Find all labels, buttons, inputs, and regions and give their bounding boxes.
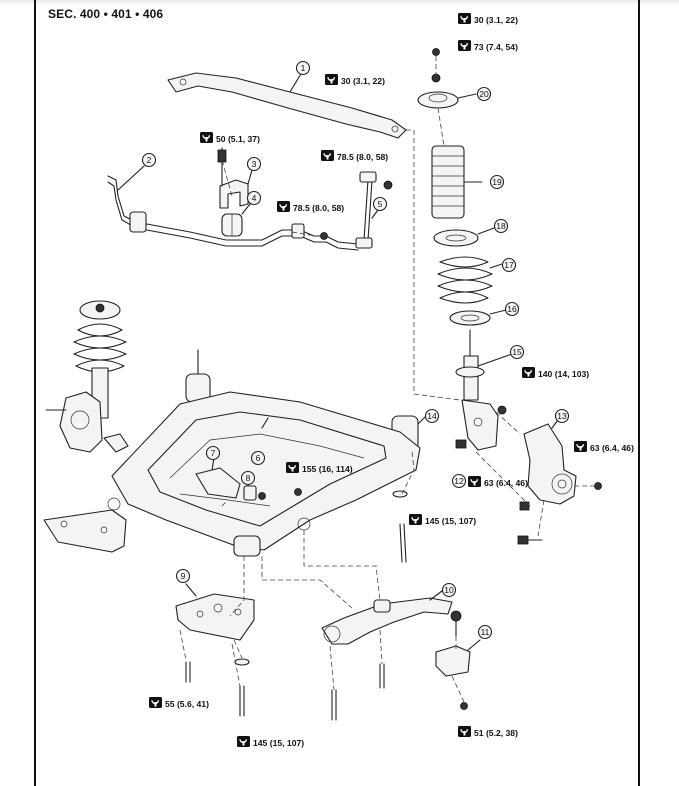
svg-text:4: 4 (252, 193, 257, 203)
page-border-right (638, 0, 640, 786)
part-2-stabilizer-bar (107, 165, 359, 251)
svg-text:55 (5.6, 41): 55 (5.6, 41) (165, 699, 209, 709)
svg-text:63 (6.4, 46): 63 (6.4, 46) (484, 478, 528, 488)
svg-text:155 (16, 114): 155 (16, 114) (302, 464, 353, 474)
svg-text:12: 12 (454, 476, 464, 486)
svg-text:20: 20 (479, 89, 489, 99)
torque-label-11: 145 (15, 107) (408, 513, 476, 526)
callout-11: 11 (477, 624, 493, 640)
callout-4: 4 (246, 190, 262, 206)
callout-3: 3 (246, 156, 262, 172)
torque-label-12: 55 (5.6, 41) (148, 696, 209, 709)
callout-7: 7 (205, 445, 221, 461)
torque-label-14: 51 (5.2, 38) (457, 725, 518, 738)
svg-text:18: 18 (496, 221, 506, 231)
torque-label-6: 78.5 (8.0, 58) (276, 200, 344, 213)
svg-text:10: 10 (444, 585, 454, 595)
svg-text:30 (3.1, 22): 30 (3.1, 22) (341, 76, 385, 86)
torque-label-7: 140 (14, 103) (521, 366, 589, 379)
part-6-suspension-member (43, 349, 421, 557)
callout-8: 8 (240, 470, 256, 486)
svg-text:78.5 (8.0, 58): 78.5 (8.0, 58) (337, 152, 388, 162)
callout-15: 15 (509, 344, 525, 360)
svg-text:78.5 (8.0, 58): 78.5 (8.0, 58) (293, 203, 344, 213)
left-strut-assembly (45, 300, 129, 453)
callout-5: 5 (372, 196, 388, 212)
callout-12: 12 (451, 473, 467, 489)
callout-9: 9 (175, 568, 191, 584)
svg-text:30 (3.1, 22): 30 (3.1, 22) (474, 15, 518, 25)
torque-label-9: 63 (6.4, 46) (467, 475, 528, 488)
svg-text:63 (6.4, 46): 63 (6.4, 46) (590, 443, 634, 453)
callout-10: 10 (441, 582, 457, 598)
callout-13: 13 (554, 408, 570, 424)
torque-label-3: 30 (3.1, 22) (324, 73, 385, 86)
svg-text:15: 15 (512, 347, 522, 357)
svg-text:6: 6 (256, 453, 261, 463)
torque-label-4: 50 (5.1, 37) (199, 131, 260, 144)
part-13-knuckle (517, 419, 602, 545)
svg-text:3: 3 (252, 159, 257, 169)
part-18-upper-seat (433, 227, 495, 247)
svg-text:145 (15, 107): 145 (15, 107) (425, 516, 476, 526)
lower-bolts (185, 658, 468, 721)
page-border-left (34, 0, 36, 786)
part-1-member-stay (167, 71, 407, 139)
svg-text:14: 14 (427, 411, 437, 421)
callout-1: 1 (295, 60, 311, 76)
part-10-transverse-link (321, 587, 462, 645)
callout-17: 17 (501, 257, 517, 273)
callout-19: 19 (489, 174, 505, 190)
torque-label-13: 145 (15, 107) (236, 735, 304, 748)
svg-text:51 (5.2, 38): 51 (5.2, 38) (474, 728, 518, 738)
part-9-plate (175, 583, 255, 641)
torque-label-1: 30 (3.1, 22) (457, 12, 518, 25)
svg-text:8: 8 (246, 473, 251, 483)
svg-text:1: 1 (301, 63, 306, 73)
callout-18: 18 (493, 218, 509, 234)
svg-text:145 (15, 107): 145 (15, 107) (253, 738, 304, 748)
part-17-coil-spring (437, 256, 503, 304)
svg-text:16: 16 (507, 304, 517, 314)
torque-label-10: 155 (16, 114) (285, 461, 353, 474)
svg-text:13: 13 (557, 411, 567, 421)
torque-label-2: 73 (7.4, 54) (457, 39, 518, 52)
torque-label-8: 63 (6.4, 46) (573, 440, 634, 453)
callouts: 1 2 3 4 5 6 7 8 9 10 11 12 13 14 15 16 1… (141, 60, 570, 640)
svg-text:17: 17 (504, 260, 514, 270)
callout-2: 2 (141, 152, 157, 168)
alignment-lines (179, 56, 598, 703)
callout-6: 6 (250, 450, 266, 466)
svg-text:9: 9 (181, 571, 186, 581)
svg-text:50 (5.1, 37): 50 (5.1, 37) (216, 134, 260, 144)
svg-text:19: 19 (492, 177, 502, 187)
svg-text:140 (14, 103): 140 (14, 103) (538, 369, 589, 379)
callout-14: 14 (424, 408, 440, 424)
part-20-mounting-insulator (417, 48, 477, 109)
part-11-bracket (435, 639, 481, 677)
part-14-stopper (392, 413, 429, 563)
part-4-bushing (221, 203, 251, 237)
callout-16: 16 (504, 301, 520, 317)
part-5-connecting-rod (320, 171, 393, 249)
svg-text:73 (7.4, 54): 73 (7.4, 54) (474, 42, 518, 52)
svg-text:2: 2 (147, 155, 152, 165)
svg-text:11: 11 (481, 627, 490, 637)
svg-text:5: 5 (378, 199, 383, 209)
part-19-bound-bumper (431, 145, 483, 219)
part-15-strut (455, 329, 513, 451)
torque-label-5: 78.5 (8.0, 58) (320, 149, 388, 162)
svg-text:7: 7 (211, 448, 216, 458)
part-16-lower-seat (449, 309, 507, 326)
callout-20: 20 (476, 86, 492, 102)
part-3-clamp (217, 147, 253, 209)
torque-labels: 30 (3.1, 22) 73 (7.4, 54) 30 (3.1, 22) 5… (148, 12, 634, 748)
section-header: SEC. 400 • 401 • 406 (48, 7, 164, 21)
top-shade (0, 0, 679, 6)
